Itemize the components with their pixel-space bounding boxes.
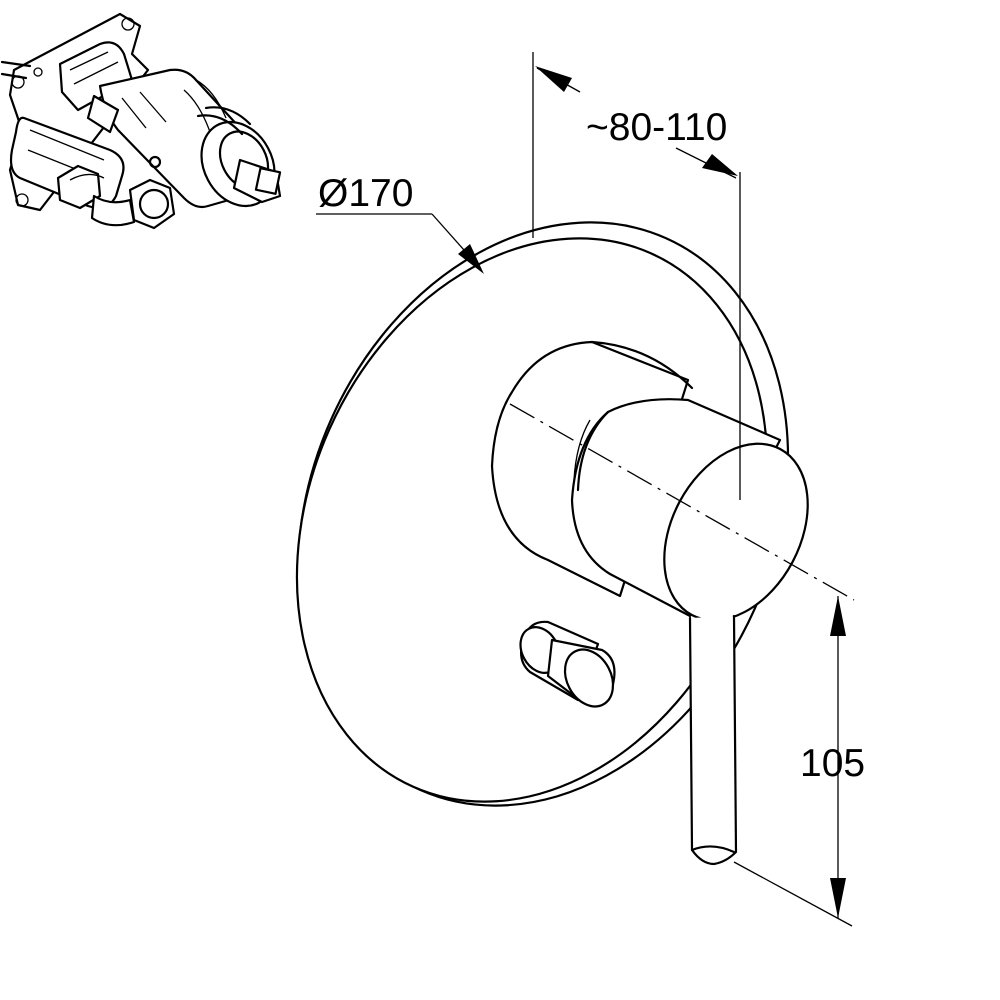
valve-body-illustration (0, 12, 282, 230)
diameter-dimension (316, 213, 484, 274)
height-dimension-label: 105 (800, 742, 865, 785)
diverter-knob (519, 620, 616, 708)
mixing-handle (490, 340, 809, 866)
center-axis-line (509, 403, 855, 601)
projection-dimension (532, 52, 741, 500)
height-dimension (733, 596, 853, 927)
projection-dimension-label: ~80-110 (586, 106, 727, 149)
diameter-dimension-label: Ø170 (318, 172, 413, 215)
